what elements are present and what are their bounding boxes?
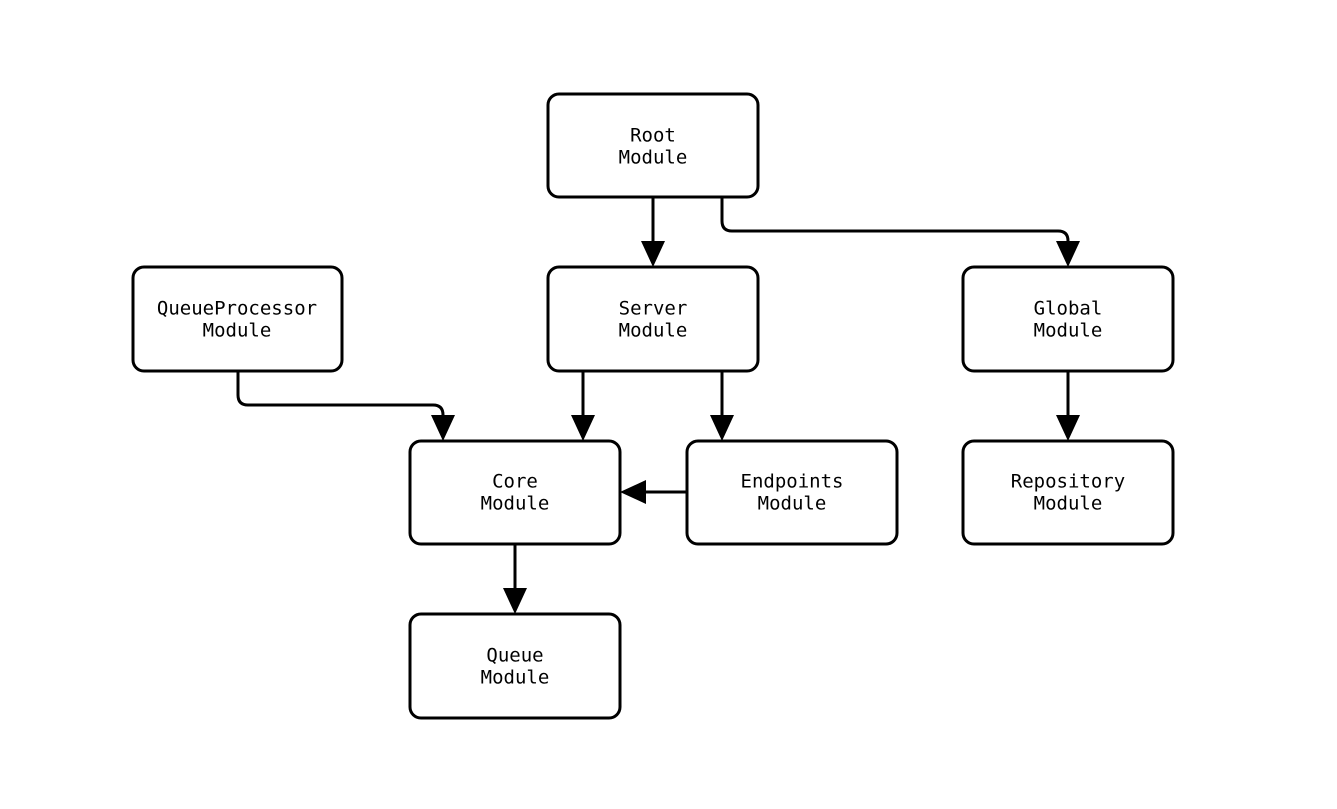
edge-root-to-server xyxy=(641,197,665,267)
edge-line xyxy=(720,197,1070,245)
node-label-line2: Module xyxy=(619,320,688,342)
node-label-line1: Core xyxy=(492,471,538,493)
node-box[interactable] xyxy=(131,265,344,373)
arrow-head-icon xyxy=(710,415,734,441)
node-box[interactable] xyxy=(546,265,760,373)
arrow-head-icon xyxy=(571,415,595,441)
node-box[interactable] xyxy=(408,612,622,720)
node-box[interactable] xyxy=(961,439,1175,546)
node-box[interactable] xyxy=(546,92,760,199)
edge-core-to-queue xyxy=(503,544,527,614)
node-label-line1: Endpoints xyxy=(741,471,844,493)
nodes-layer: Root Module QueueProcessor Module Server… xyxy=(131,92,1175,720)
node-label-line2: Module xyxy=(619,147,688,169)
node-box[interactable] xyxy=(408,439,622,546)
node-label-line2: Module xyxy=(481,493,550,515)
edges-layer xyxy=(236,197,1080,614)
node-server-module[interactable]: Server Module xyxy=(546,265,760,373)
node-queue-module[interactable]: Queue Module xyxy=(408,612,622,720)
arrow-head-icon xyxy=(641,241,665,267)
node-label-line1: Server xyxy=(619,298,688,320)
node-label-line2: Module xyxy=(1034,493,1103,515)
arrow-head-icon xyxy=(620,480,646,504)
node-endpoints-module[interactable]: Endpoints Module xyxy=(685,439,899,546)
node-queueprocessor-module[interactable]: QueueProcessor Module xyxy=(131,265,344,373)
arrow-head-icon xyxy=(1056,415,1080,441)
node-label-line2: Module xyxy=(758,493,827,515)
arrow-head-icon xyxy=(503,588,527,614)
edge-endpoints-to-core xyxy=(620,480,687,504)
edge-queueprocessor-to-core xyxy=(236,371,455,441)
node-global-module[interactable]: Global Module xyxy=(961,265,1175,373)
arrow-head-icon xyxy=(431,415,455,441)
node-label-line2: Module xyxy=(203,320,272,342)
node-label-line1: Global xyxy=(1034,298,1103,320)
node-label-line1: Repository xyxy=(1011,471,1125,493)
node-box[interactable] xyxy=(685,439,899,546)
edge-line xyxy=(236,371,445,419)
node-label-line2: Module xyxy=(481,667,550,689)
node-core-module[interactable]: Core Module xyxy=(408,439,622,546)
edge-server-to-core xyxy=(571,371,595,441)
node-label-line1: QueueProcessor xyxy=(157,298,317,320)
node-box[interactable] xyxy=(961,265,1175,373)
node-label-line1: Root xyxy=(630,125,676,147)
arrow-head-icon xyxy=(1056,241,1080,267)
edge-server-to-endpoints xyxy=(710,371,734,441)
node-label-line2: Module xyxy=(1034,320,1103,342)
edge-global-to-repository xyxy=(1056,371,1080,441)
edge-root-to-global xyxy=(720,197,1080,267)
node-root-module[interactable]: Root Module xyxy=(546,92,760,199)
node-label-line1: Queue xyxy=(486,645,543,667)
node-repository-module[interactable]: Repository Module xyxy=(961,439,1175,546)
